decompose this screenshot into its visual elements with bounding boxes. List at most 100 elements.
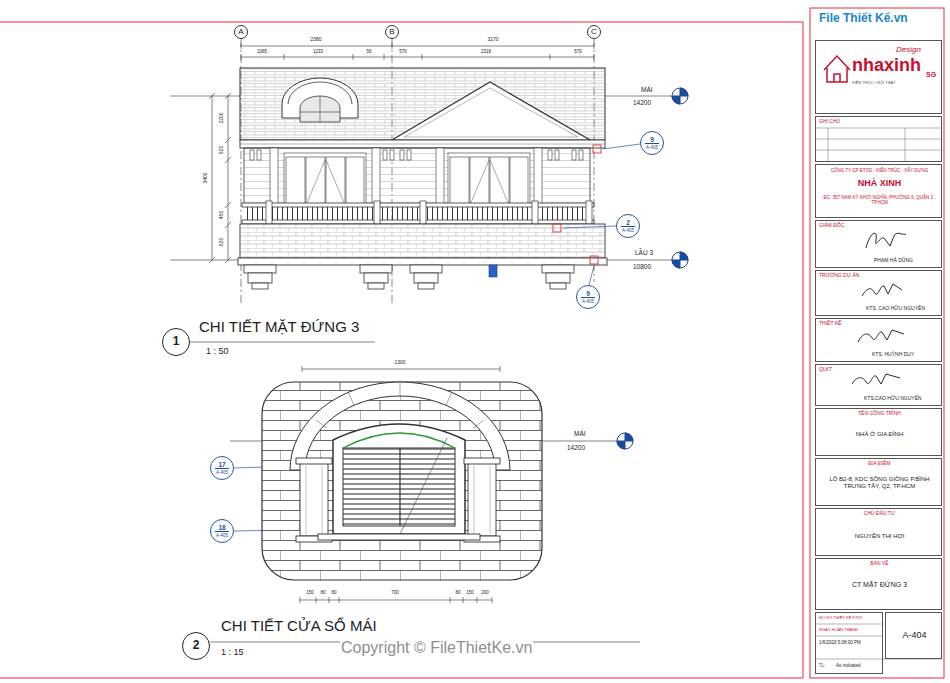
dimension: 80 xyxy=(454,590,461,595)
company-cell: CÔNG TY CP ĐTXD - KIẾN TRÚC - XÂY DỰNG NH… xyxy=(815,164,942,218)
dimension: 520 xyxy=(219,237,225,247)
company-line: CÔNG TY CP ĐTXD - KIẾN TRÚC - XÂY DỰNG xyxy=(831,168,928,173)
callout-number: 9 xyxy=(585,290,591,297)
sheet-reference: A-405 xyxy=(581,297,595,304)
sheet-reference: A-405 xyxy=(645,143,659,150)
company-address: ĐC: 357 NAM KỲ KHỞI NGHĨA, PHƯỜNG 6, QUẬ… xyxy=(820,195,939,205)
signer-name: KTS. HUỲNH DUY xyxy=(872,352,914,358)
dimension: 3400 xyxy=(203,171,209,184)
field-value: CT MẶT ĐỨNG 3 xyxy=(852,581,907,589)
signature-cell: TRƯỞNG DỰ ÁN KTS. CAO HỮU NGUYÊN xyxy=(815,270,942,316)
field-value: NHÀ Ở GIA ĐÌNH xyxy=(856,431,903,438)
callout-bubble: 2A-405 xyxy=(616,214,640,238)
field-heading: GIÁM ĐỐC xyxy=(819,223,844,229)
sheet-info-cell: HỒ SƠ THIẾT KẾ KTKT NGÀY HOÀN THÀNH 1/6/20… xyxy=(815,612,883,674)
field-heading: CHỦ ĐẦU TƯ xyxy=(864,511,895,517)
signature-cell: THIẾT KẾ KTS. HUỲNH DUY xyxy=(815,318,942,362)
logo-word: Design xyxy=(896,45,921,54)
signature-cell: QLKT KTS.CAO HỮU NGUYÊN xyxy=(815,364,942,406)
callout-number: 18 xyxy=(217,524,226,531)
dimension: 2380 xyxy=(309,37,322,43)
dimension: 1085 xyxy=(256,49,268,54)
level-name: MÁI xyxy=(573,430,587,437)
field-heading: TL: xyxy=(819,663,826,668)
view-number: 2 xyxy=(182,632,210,660)
field-heading: ĐỊA ĐIỂM xyxy=(869,461,891,467)
view-title: CHI TIẾT CỬA SỔ MÁI xyxy=(220,617,378,634)
field-heading: BẢN VẼ xyxy=(870,561,888,567)
dimension: 1233 xyxy=(312,49,324,54)
signature-cell: GIÁM ĐỐC PHẠM HÀ DŨNG xyxy=(815,220,942,268)
grid-number: B xyxy=(388,27,395,36)
dimension: 3170 xyxy=(486,37,499,43)
field-heading: NGÀY HOÀN THÀNH xyxy=(819,628,858,633)
notes-cell: GHI CHÚ xyxy=(815,116,942,162)
field-value: 1/6/2020 5:08:00 PM xyxy=(819,640,861,645)
grid-bubble: B xyxy=(385,25,399,39)
grid-bubble: C xyxy=(587,25,601,39)
dimension: 56 xyxy=(365,49,372,54)
logo-suffix: SG xyxy=(926,71,936,79)
field-value: LÔ B2-8, KDC SÔNG GIỒNG P.BÌNH TRƯNG TÂY… xyxy=(820,476,939,490)
level-elevation: 14200 xyxy=(632,99,652,106)
field-value: NGUYỄN THỊ HỢI xyxy=(855,533,905,540)
field-heading: TRƯỞNG DỰ ÁN xyxy=(819,273,859,279)
level-name: MÁI xyxy=(640,86,654,93)
level-elevation: 14200 xyxy=(566,444,586,451)
view-scale: 1 : 50 xyxy=(205,346,230,356)
owner-cell: CHỦ ĐẦU TƯ NGUYỄN THỊ HỢI xyxy=(815,508,942,556)
dimension: 700 xyxy=(390,590,400,595)
sheet-reference: A-405 xyxy=(621,226,635,233)
grid-number: C xyxy=(590,27,598,36)
sheet-number: A-404 xyxy=(902,630,926,640)
field-heading: QLKT xyxy=(819,367,832,373)
logo-name: nhaxinh xyxy=(852,55,921,76)
dimension: 2318 xyxy=(480,49,492,54)
callout-number: 9 xyxy=(649,136,655,143)
view-scale: 1 : 15 xyxy=(220,647,245,657)
signer-name: KTS.CAO HỮU NGUYÊN xyxy=(864,396,922,402)
sheet-reference: A-405 xyxy=(215,531,229,538)
view-number: 1 xyxy=(162,328,190,356)
watermark: Copyright © FileThietKe.vn xyxy=(340,639,533,657)
dimension: 150 xyxy=(305,590,315,595)
company-logo: DesignnhaxinhSG KIẾN TRÚC • NỘI THẤT xyxy=(815,40,942,114)
dimension: 150 xyxy=(465,590,475,595)
project-cell: TÊN CÔNG TRÌNH NHÀ Ở GIA ĐÌNH xyxy=(815,408,942,456)
location-cell: ĐỊA ĐIỂM LÔ B2-8, KDC SÔNG GIỒNG P.BÌNH T… xyxy=(815,458,942,506)
field-heading: THIẾT KẾ xyxy=(819,321,841,327)
grid-number: A xyxy=(237,27,244,36)
level-elevation: 10800 xyxy=(632,263,652,270)
field-heading: TÊN CÔNG TRÌNH xyxy=(858,411,901,417)
dimension: 570 xyxy=(398,49,408,54)
callout-number: 17 xyxy=(217,461,226,468)
dimension: 1300 xyxy=(393,360,406,366)
dimension: 80 xyxy=(330,590,337,595)
logo-tagline: KIẾN TRÚC • NỘI THẤT xyxy=(852,81,896,86)
field-heading: GHI CHÚ xyxy=(819,119,840,125)
dimension: 450 xyxy=(219,210,225,220)
sheet-reference: A-405 xyxy=(215,468,229,475)
view-title: CHI TIẾT MẶT ĐỨNG 3 xyxy=(198,318,360,335)
dimension: 80 xyxy=(319,590,326,595)
company-name: NHÀ XINH xyxy=(858,178,902,188)
signer-name: KTS. CAO HỮU NGUYÊN xyxy=(866,306,925,312)
signer-name: PHẠM HÀ DŨNG xyxy=(874,258,913,264)
dimension: 570 xyxy=(573,49,583,54)
view-number: 1 xyxy=(172,335,181,349)
sheet-title-cell: BẢN VẼ CT MẶT ĐỨNG 3 xyxy=(815,558,942,610)
dimension: 520 xyxy=(219,145,225,155)
field-value: As indicated xyxy=(836,663,861,668)
watermark-logo: File Thiết Kế.vn xyxy=(818,12,909,26)
callout-bubble: 18A-405 xyxy=(210,519,234,543)
callout-bubble: 9A-405 xyxy=(640,131,664,155)
callout-bubble: 9A-405 xyxy=(576,285,600,309)
sheet-number-cell: A-404 xyxy=(885,612,942,659)
dimension: 2200 xyxy=(219,111,225,124)
callout-number: 2 xyxy=(625,219,631,226)
grid-bubble: A xyxy=(234,25,248,39)
field-heading: HỒ SƠ THIẾT KẾ KTKT xyxy=(819,616,863,621)
dimension: 200 xyxy=(480,590,490,595)
callout-bubble: 17A-405 xyxy=(210,456,234,480)
